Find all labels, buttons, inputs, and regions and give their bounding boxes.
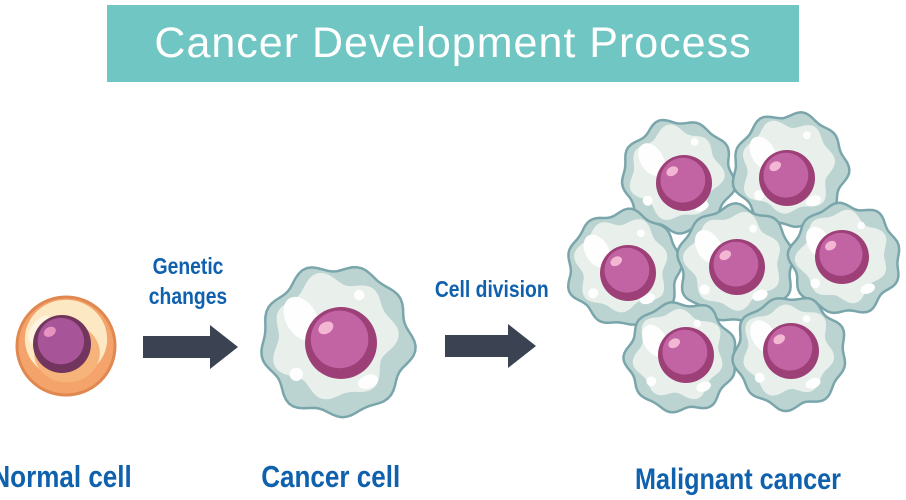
cell-spot <box>752 289 768 301</box>
cell-spot <box>358 374 379 389</box>
nucleus-body <box>763 152 809 198</box>
nucleus-highlight <box>719 250 732 261</box>
nucleus-highlight <box>43 326 56 337</box>
cell-spot <box>805 195 822 207</box>
nucleus-body <box>310 310 369 369</box>
cell-spot <box>802 131 811 140</box>
cancer-cell-text: Cancer cell <box>261 459 401 494</box>
cell-spot <box>749 224 758 233</box>
cell-division-arrow-icon <box>445 324 536 368</box>
cancer-type-cell <box>622 301 737 414</box>
cell-spot <box>802 315 811 323</box>
cancer-type-cell <box>676 202 795 323</box>
normal-cell-label: Normal cell <box>0 457 162 497</box>
cell-spot <box>642 195 653 206</box>
nucleus-body <box>660 157 706 203</box>
cancer-type-cell <box>731 296 847 413</box>
nucleus-body <box>819 232 863 276</box>
cell-spot <box>857 221 865 230</box>
malignant-cluster-illustration <box>566 111 901 414</box>
nucleus-highlight <box>825 240 837 251</box>
cell-spot <box>693 319 701 328</box>
cell-spot <box>699 284 710 295</box>
nucleus-highlight <box>769 161 782 172</box>
nucleus-highlight <box>668 338 681 349</box>
cell-spot <box>690 138 699 146</box>
nucleus-body <box>37 317 85 365</box>
cell-highlight <box>638 143 665 176</box>
normal-cell <box>15 295 117 397</box>
nucleus-body <box>662 329 708 375</box>
cancer-cell-label: Cancer cell <box>231 457 431 497</box>
cell-spot <box>805 377 821 389</box>
nucleus-highlight <box>318 321 334 335</box>
malignant-cancer-cells-text: Malignant cancer cells <box>635 463 841 496</box>
cell-spot <box>646 376 657 387</box>
cell-spot <box>810 278 821 289</box>
nucleus-body <box>713 241 759 287</box>
cell-spot <box>354 289 365 301</box>
title-banner: Cancer Development Process <box>107 5 799 82</box>
genetic-changes-label: Genetic changes <box>128 252 248 312</box>
cell-spot <box>588 288 599 299</box>
nucleus-highlight <box>773 334 786 345</box>
cell-spot <box>696 381 711 392</box>
normal-cell-text: Normal cell <box>0 459 133 494</box>
cancer-type-cell <box>620 118 737 235</box>
page-title: Cancer Development Process <box>154 19 752 67</box>
nucleus-highlight <box>666 166 679 177</box>
cell-spot <box>636 229 645 238</box>
cell-spot <box>754 372 765 383</box>
cell-spot <box>754 190 765 201</box>
nucleus-highlight <box>610 256 623 267</box>
normal-cell-illustration <box>15 295 117 397</box>
nucleus-body <box>604 247 650 293</box>
malignant-cancer-cells-label: Malignant cancer cells <box>578 460 898 500</box>
cancer-type-cell <box>731 111 851 229</box>
cancer-type-cell <box>566 207 684 326</box>
nucleus-body <box>767 325 813 371</box>
cancer-type-cell <box>260 265 417 419</box>
genetic-changes-arrow-icon <box>143 325 238 369</box>
cell-spot <box>289 367 303 381</box>
cell-division-text: Cell division <box>435 276 549 302</box>
genetic-changes-text: Genetic changes <box>148 253 228 309</box>
cell-spot <box>860 283 875 294</box>
cancer-cell-illustration <box>260 265 417 419</box>
cancer-type-cell <box>786 201 901 315</box>
cell-division-label: Cell division <box>412 275 572 305</box>
